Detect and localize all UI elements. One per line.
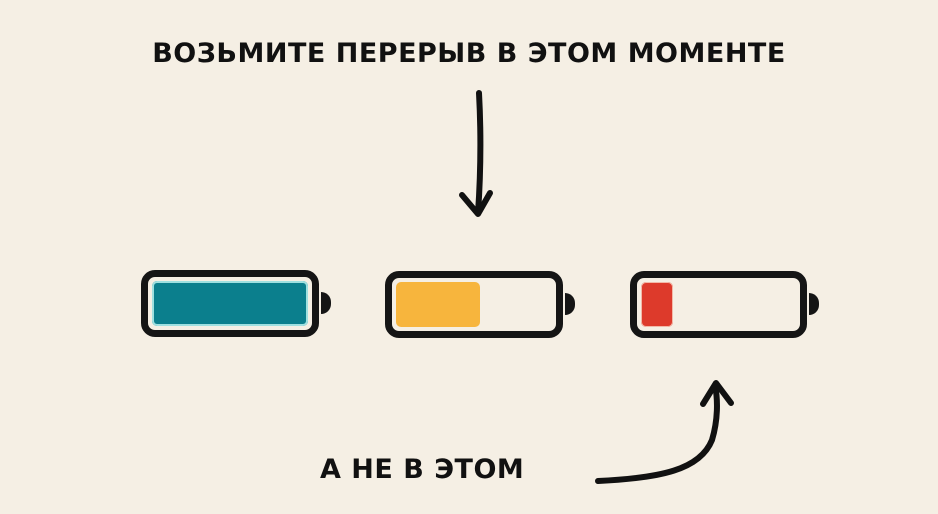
- curved-arrow-up-icon: [595, 380, 734, 484]
- battery-fill-medium: [396, 282, 480, 327]
- battery-low: [630, 271, 807, 338]
- battery-terminal: [565, 293, 575, 315]
- bottom-label-text: А НЕ В ЭТОМ: [320, 454, 525, 485]
- arrow-down-icon: [459, 90, 493, 217]
- battery-medium: [385, 271, 563, 338]
- battery-terminal: [809, 293, 819, 315]
- battery-fill-low: [641, 282, 673, 327]
- battery-fill-full: [152, 281, 308, 326]
- battery-full: [141, 270, 319, 337]
- headline-text: ВОЗЬМИТЕ ПЕРЕРЫВ В ЭТОМ МОМЕНТЕ: [152, 38, 786, 69]
- battery-terminal: [321, 292, 331, 314]
